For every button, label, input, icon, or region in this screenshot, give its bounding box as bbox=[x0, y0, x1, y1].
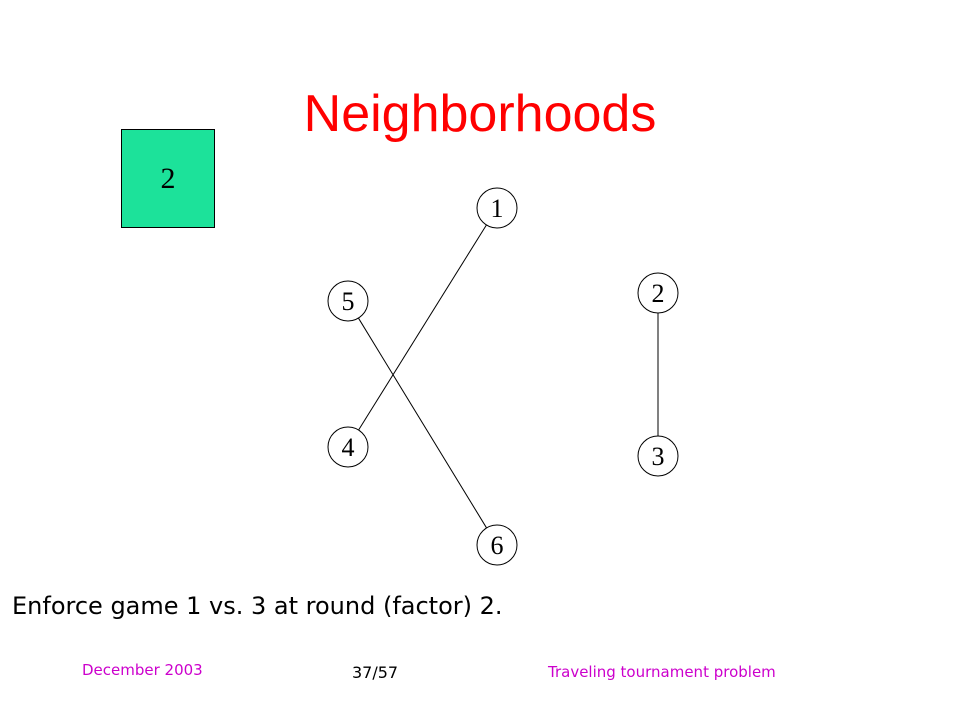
node-circle bbox=[327, 426, 369, 468]
caption-text: Enforce game 1 vs. 3 at round (factor) 2… bbox=[12, 592, 503, 620]
edge-1-4 bbox=[358, 224, 487, 431]
node-circle bbox=[637, 435, 679, 477]
round-indicator-box: 2 bbox=[121, 129, 215, 228]
node-label: 6 bbox=[491, 531, 504, 560]
node-label: 2 bbox=[652, 279, 665, 308]
node-label: 4 bbox=[342, 433, 355, 462]
round-indicator-value: 2 bbox=[160, 161, 176, 195]
graph-nodes: 1 5 2 4 3 6 bbox=[327, 187, 679, 566]
node-label: 1 bbox=[491, 194, 504, 223]
node-6: 6 bbox=[476, 524, 518, 566]
node-label: 5 bbox=[342, 287, 355, 316]
graph-edges bbox=[357, 224, 659, 529]
node-label: 3 bbox=[652, 442, 665, 471]
node-circle bbox=[327, 280, 369, 322]
node-2: 2 bbox=[637, 272, 679, 314]
footer-topic: Traveling tournament problem bbox=[548, 663, 776, 681]
node-3: 3 bbox=[637, 435, 679, 477]
footer-page-number: 37/57 bbox=[352, 663, 399, 682]
node-1: 1 bbox=[476, 187, 518, 229]
edge-5-6 bbox=[357, 317, 488, 529]
node-circle bbox=[476, 524, 518, 566]
node-5: 5 bbox=[327, 280, 369, 322]
footer-date: December 2003 bbox=[82, 661, 203, 679]
slide-title: Neighborhoods bbox=[303, 85, 657, 143]
node-circle bbox=[476, 187, 518, 229]
node-4: 4 bbox=[327, 426, 369, 468]
node-circle bbox=[637, 272, 679, 314]
